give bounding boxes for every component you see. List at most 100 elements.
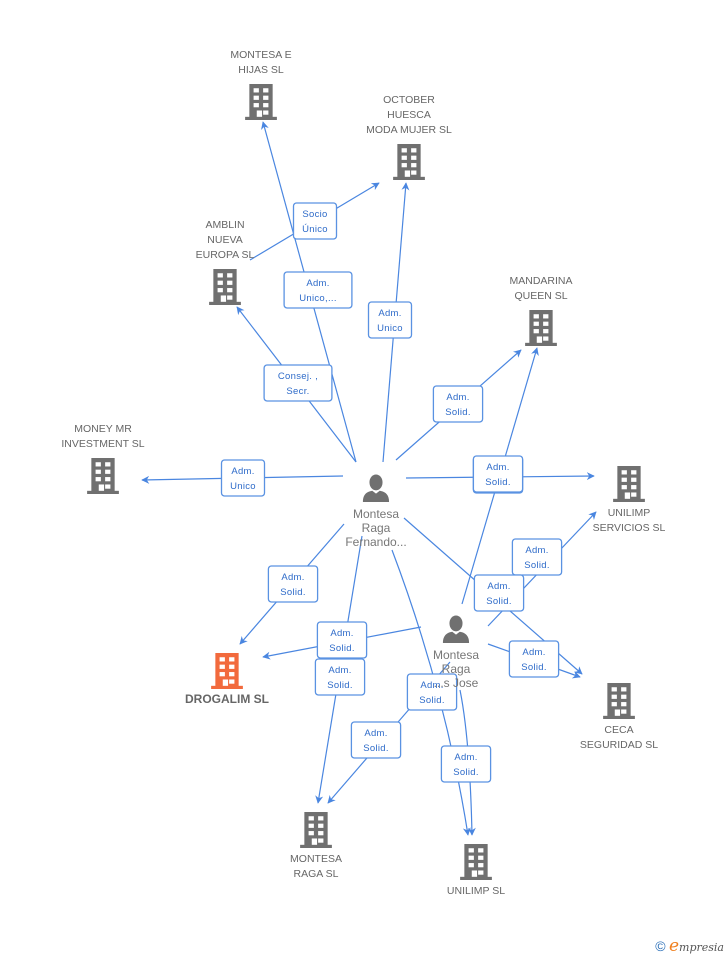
relation-label-montesa-raga-jose-to-unilimp-servicios[interactable]: Adm.Solid.: [511, 538, 563, 576]
node-label-text: ...s Jose: [434, 676, 479, 690]
relation-label-text: Adm.: [330, 628, 353, 639]
relation-label-box[interactable]: [367, 301, 413, 339]
relation-label-text: Adm.: [306, 278, 329, 289]
relation-label-text: Adm.: [231, 466, 254, 477]
person-icon[interactable]: [362, 474, 390, 502]
relation-label-text: Adm.: [378, 308, 401, 319]
relation-label-montesa-raga-fernando-to-drogalim[interactable]: Adm. Solid.: [267, 565, 319, 603]
relation-label-box[interactable]: [220, 459, 266, 497]
relation-label-text: Unico,...: [299, 293, 337, 304]
relation-label-montesa-raga-fernando-to-october-huesca[interactable]: Adm. Unico: [367, 301, 413, 339]
relation-label-box[interactable]: [292, 202, 338, 240]
node-label-text: AMBLIN: [205, 219, 244, 231]
building-icon[interactable]: [603, 683, 635, 719]
relation-label-text: Socio: [302, 209, 327, 220]
node-label-text: HIJAS SL: [238, 64, 284, 76]
relation-label-montesa-raga-fernando-to-mandarina-queen[interactable]: Adm. Solid.: [432, 385, 484, 423]
relation-label-box[interactable]: [314, 658, 366, 696]
node-label-text: MODA MUJER SL: [366, 124, 452, 136]
node-label-text: CECA: [604, 724, 633, 736]
relation-label-text: Solid.: [363, 743, 389, 754]
company-node-october-huesca[interactable]: OCTOBER HUESCA MODA MUJER SL: [366, 94, 452, 180]
relation-label-box[interactable]: [406, 673, 458, 711]
relation-label-text: Solid.: [419, 695, 445, 706]
node-label-text: UNILIMP SL: [447, 885, 505, 897]
relation-label-text: Consej. ,: [278, 371, 318, 382]
company-node-mandarina-queen[interactable]: MANDARINA QUEEN SL: [509, 275, 573, 346]
relation-label-box[interactable]: [267, 565, 319, 603]
building-icon[interactable]: [300, 812, 332, 848]
relation-label-montesa-raga-fernando-to-unilimp[interactable]: Adm. Solid.: [406, 673, 458, 711]
node-label-text: UNILIMP: [608, 507, 651, 519]
company-node-unilimp-servicios[interactable]: UNILIMP SERVICIOS SL: [593, 466, 666, 534]
relation-label-box[interactable]: [511, 538, 563, 576]
node-label-text: RAGA SL: [294, 868, 339, 880]
node-label-text: HUESCA: [387, 109, 431, 121]
node-label-text: SERVICIOS SL: [593, 522, 666, 534]
relation-label-text: Solid.: [329, 643, 355, 654]
node-label-text: INVESTMENT SL: [61, 438, 144, 450]
building-icon[interactable]: [245, 84, 277, 120]
node-label-text: MANDARINA: [509, 275, 572, 287]
relation-label-box[interactable]: [283, 271, 353, 309]
building-icon[interactable]: [525, 310, 557, 346]
person-icon[interactable]: [442, 615, 470, 643]
node-label-text: QUEEN SL: [514, 290, 567, 302]
building-icon[interactable]: [209, 269, 241, 305]
relation-label-text: Adm.: [420, 680, 443, 691]
relation-label-text: Adm.: [525, 545, 548, 556]
building-icon[interactable]: [613, 466, 645, 502]
relation-label-box[interactable]: [473, 574, 525, 612]
node-label-text: NUEVA: [207, 234, 242, 246]
relation-label-text: Unico: [377, 323, 403, 334]
relation-label-montesa-raga-jose-to-drogalim[interactable]: Adm. Solid.: [316, 621, 368, 659]
relation-label-text: Solid.: [280, 587, 306, 598]
relation-label-text: Solid.: [327, 680, 353, 691]
building-icon[interactable]: [211, 653, 243, 689]
brand-logo-initial: e: [668, 936, 680, 956]
node-label-text: Raga: [442, 662, 471, 676]
relation-label-text: Solid.: [453, 767, 479, 778]
relation-label-montesa-raga-fernando-to-montesa-e-hijas[interactable]: Adm. Unico,...: [283, 271, 353, 309]
relation-label-montesa-raga-fernando-to-unilimp-servicios[interactable]: Adm.Solid.: [472, 455, 524, 493]
node-label-text: OCTOBER: [383, 94, 435, 106]
relation-label-montesa-raga-fernando-to-amblin-nueva-europa[interactable]: Consej. ,Secr.: [263, 364, 333, 402]
relation-label-box[interactable]: [508, 640, 560, 678]
relation-label-box[interactable]: [316, 621, 368, 659]
relation-label-box[interactable]: [263, 364, 333, 402]
relation-label-montesa-raga-fernando-to-montesa-raga[interactable]: Adm.Solid.: [314, 658, 366, 696]
relation-label-text: Adm.: [487, 581, 510, 592]
relation-label-text: Adm.: [281, 572, 304, 583]
building-icon[interactable]: [460, 844, 492, 880]
relation-label-montesa-raga-jose-to-ceca-seguridad[interactable]: Adm.Solid.: [508, 640, 560, 678]
relation-label-montesa-raga-jose-to-unilimp[interactable]: Adm.Solid.: [440, 745, 492, 783]
company-node-amblin-nueva-europa[interactable]: AMBLIN NUEVA EUROPA SL: [196, 219, 255, 305]
relation-label-text: Solid.: [486, 596, 512, 607]
company-node-unilimp[interactable]: UNILIMP SL: [447, 844, 505, 897]
relation-label-box[interactable]: [432, 385, 484, 423]
company-node-drogalim[interactable]: DROGALIM SL: [185, 653, 269, 706]
node-label-text: EUROPA SL: [196, 249, 255, 261]
relation-label-montesa-raga-fernando-to-money-mr-investment[interactable]: Adm. Unico: [220, 459, 266, 497]
building-icon[interactable]: [87, 458, 119, 494]
node-label-text: DROGALIM SL: [185, 692, 269, 706]
relation-label-montesa-raga-fernando-to-ceca-seguridad[interactable]: Adm. Solid.: [473, 574, 525, 612]
relation-label-text: Adm.: [446, 392, 469, 403]
person-node-montesa-raga-fernando[interactable]: MontesaRagaFernando...: [345, 474, 407, 549]
relation-label-text: Unico: [230, 481, 256, 492]
relation-label-montesa-raga-jose-to-montesa-raga[interactable]: Adm.Solid.: [350, 721, 402, 759]
relation-label-box[interactable]: [440, 745, 492, 783]
building-icon[interactable]: [393, 144, 425, 180]
relation-label-box[interactable]: [350, 721, 402, 759]
relation-label-box[interactable]: [472, 455, 524, 493]
node-label-text: Montesa: [353, 507, 399, 521]
brand-name: mpresia: [679, 941, 724, 954]
relation-label-text: Solid.: [445, 407, 471, 418]
